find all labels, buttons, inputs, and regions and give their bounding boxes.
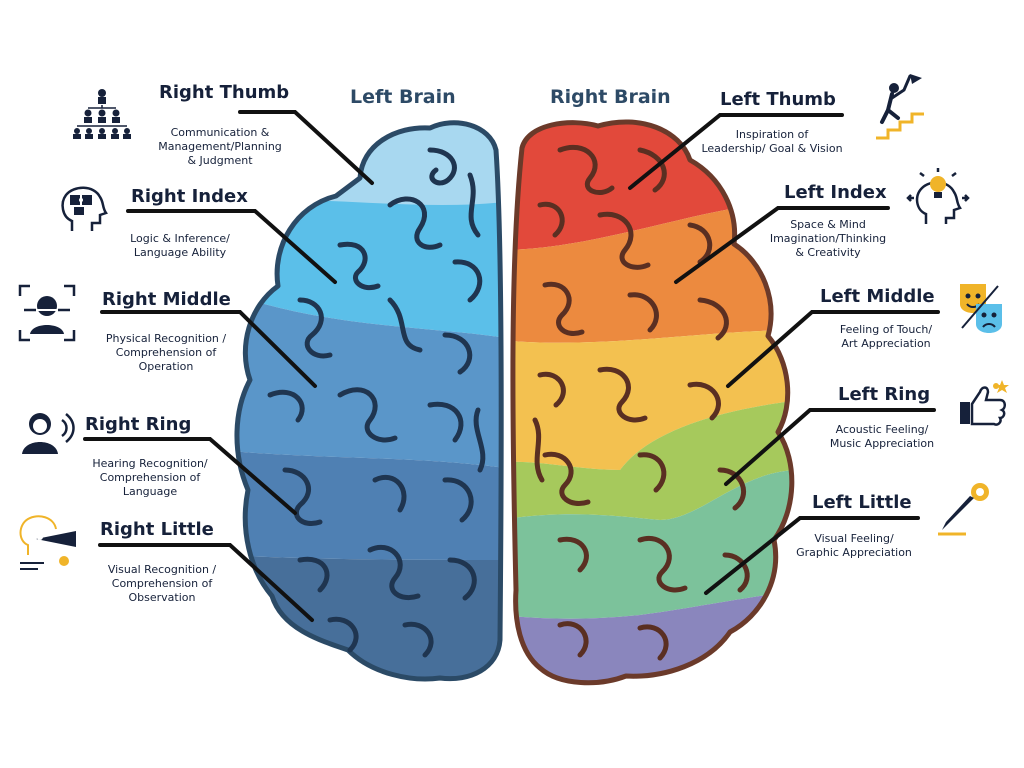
left-index-label: Left Index <box>784 182 887 203</box>
right-index-label: Right Index <box>131 186 248 207</box>
connector-right-ring <box>83 437 297 515</box>
left-ring-label: Left Ring <box>838 384 931 405</box>
left-middle-description: Feeling of Touch/Art Appreciation <box>839 323 933 350</box>
pen-brush-icon <box>938 483 989 536</box>
right-region-2 <box>512 200 792 343</box>
right-thumb-label: Right Thumb <box>159 82 290 103</box>
left-little-label: Left Little <box>812 492 912 513</box>
left-region-2 <box>236 200 502 340</box>
lightbulb-head-icon <box>906 168 970 224</box>
right-ring-label: Right Ring <box>85 414 192 435</box>
puzzle-head-icon <box>61 186 108 231</box>
right-region-3 <box>512 330 792 470</box>
right-middle-label: Right Middle <box>102 289 231 310</box>
connector-left-thumb <box>628 113 844 190</box>
left-region-4 <box>236 450 502 560</box>
connector-left-little <box>704 516 920 595</box>
right-brain-title: Right Brain <box>550 86 671 108</box>
face-scan-icon <box>18 284 76 342</box>
left-hemisphere <box>234 120 504 682</box>
left-hemisphere-folds <box>267 147 486 658</box>
theater-masks-icon <box>960 284 1002 333</box>
left-thumb-label: Left Thumb <box>720 89 836 110</box>
right-hemisphere <box>510 119 795 686</box>
left-hemisphere-outline <box>234 120 504 682</box>
thumbs-up-icon <box>960 380 1009 426</box>
connector-left-middle <box>726 310 940 388</box>
right-region-5 <box>512 470 792 619</box>
left-middle-label: Left Middle <box>820 286 935 307</box>
connector-right-index <box>126 209 337 284</box>
connector-right-little <box>98 543 314 622</box>
connector-left-ring <box>724 408 936 486</box>
listening-person-icon <box>22 413 75 454</box>
connector-right-middle <box>100 310 317 388</box>
stair-climber-flag-icon <box>876 74 924 140</box>
right-region-4 <box>512 400 792 520</box>
connector-lines <box>83 110 940 622</box>
right-little-label: Right Little <box>100 519 214 540</box>
right-index-description: Logic & Inference/Language Ability <box>130 232 230 259</box>
connector-left-index <box>674 206 890 284</box>
connector-right-thumb <box>238 110 374 185</box>
organization-chart-icon <box>73 89 131 139</box>
left-ring-description: Acoustic Feeling/Music Appreciation <box>829 423 935 450</box>
left-brain-title: Left Brain <box>350 86 456 108</box>
right-thumb-description: Communication &Management/Planning& Judg… <box>158 126 282 167</box>
vision-head-icon <box>19 515 76 570</box>
right-hemisphere-folds <box>532 144 750 661</box>
left-little-description: Visual Feeling/Graphic Appreciation <box>796 532 912 559</box>
